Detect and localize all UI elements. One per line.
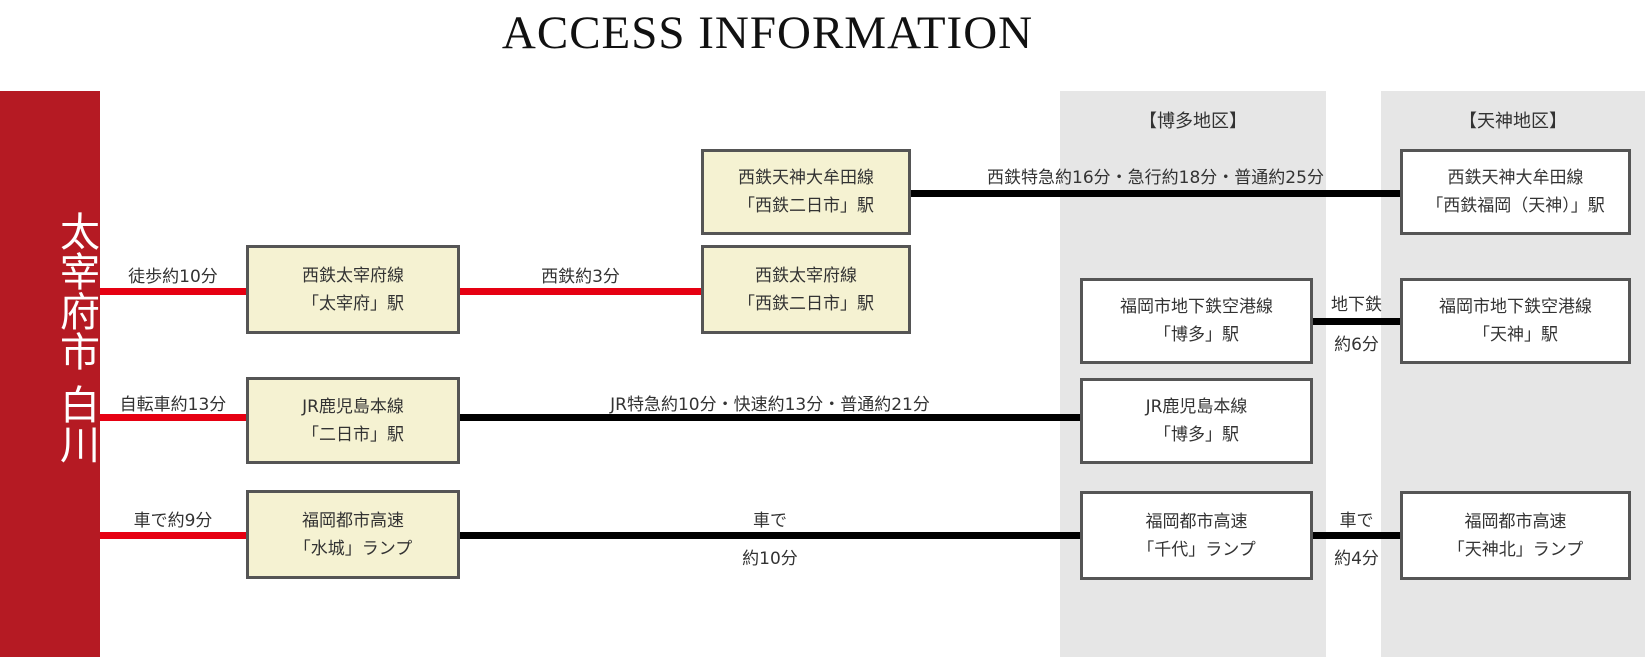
ramp-box-tenjin-kita: 福岡都市高速「天神北」ランプ	[1400, 491, 1631, 580]
box-line: 福岡市地下鉄空港線	[1439, 297, 1592, 317]
route-label-car-9: 車で約9分	[133, 511, 213, 531]
box-line: JR鹿児島本線	[302, 396, 404, 417]
box-line: 福岡市地下鉄空港線	[1120, 297, 1273, 317]
station-box-tenjin-subway: 福岡市地下鉄空港線「天神」駅	[1400, 278, 1631, 364]
route-line-car-4	[1313, 532, 1400, 539]
route-label-car-10-bottom: 約10分	[742, 549, 798, 569]
station-box-futsukaichi-tenjin-line: 西鉄天神大牟田線「西鉄二日市」駅	[701, 149, 911, 235]
ramp-box-mizuki: 福岡都市高速「水城」ランプ	[246, 490, 460, 579]
station-box-hakata-subway: 福岡市地下鉄空港線「博多」駅	[1080, 278, 1313, 364]
box-station: 「博多」駅	[1154, 425, 1239, 445]
box-line: 西鉄太宰府線	[302, 265, 404, 286]
box-line: 福岡都市高速	[1145, 511, 1248, 532]
origin-label: 太宰府市 白川	[53, 211, 99, 464]
route-label-subway-top: 地下鉄	[1331, 295, 1382, 315]
box-line: 西鉄太宰府線	[755, 265, 857, 286]
route-line-nishitetsu-3	[460, 288, 701, 295]
box-station: 「太宰府」駅	[302, 293, 404, 314]
box-line: 福岡都市高速	[302, 510, 404, 531]
box-station: 「天神」駅	[1473, 325, 1558, 345]
box-station: 「西鉄二日市」駅	[738, 293, 874, 314]
station-box-jr-hakata: JR鹿児島本線「博多」駅	[1080, 378, 1313, 464]
ramp-box-chiyo: 福岡都市高速「千代」ランプ	[1080, 491, 1313, 580]
zone-hakata-label: 【博多地区】	[1139, 111, 1247, 132]
route-line-car-10	[460, 532, 1080, 539]
route-line-jr	[460, 414, 1080, 421]
route-line-bicycle	[100, 414, 246, 421]
zone-tenjin-label: 【天神地区】	[1459, 111, 1567, 132]
box-line: 西鉄天神大牟田線	[738, 168, 874, 188]
box-station: 「西鉄二日市」駅	[738, 196, 874, 216]
route-label-car-4-top: 車で	[1339, 511, 1374, 531]
route-label-bicycle: 自転車約13分	[119, 395, 227, 415]
station-box-nishitetsu-fukuoka: 西鉄天神大牟田線「西鉄福岡（天神）」駅	[1400, 149, 1631, 235]
route-label-nishitetsu-express: 西鉄特急約16分・急行約18分・普通約25分	[987, 168, 1324, 188]
page-title: ACCESS INFORMATION	[501, 7, 1034, 59]
route-label-walk: 徒歩約10分	[128, 267, 218, 287]
station-box-dazaifu: 西鉄太宰府線「太宰府」駅	[246, 245, 460, 334]
route-line-subway	[1313, 318, 1400, 325]
box-station: 「千代」ランプ	[1137, 539, 1256, 560]
route-line-walk	[100, 288, 246, 295]
route-line-car-9	[100, 532, 246, 539]
box-station: 「博多」駅	[1154, 325, 1239, 345]
box-line: 西鉄天神大牟田線	[1447, 168, 1584, 188]
box-station: 「水城」ランプ	[293, 538, 413, 559]
box-line: JR鹿児島本線	[1145, 397, 1248, 417]
route-label-nishitetsu-3: 西鉄約3分	[541, 267, 620, 287]
origin-block: 太宰府市 白川	[0, 91, 100, 657]
box-line: 福岡都市高速	[1464, 511, 1567, 532]
station-box-jr-futsukaichi: JR鹿児島本線「二日市」駅	[246, 377, 460, 464]
route-line-nishitetsu-express	[911, 190, 1400, 197]
route-label-subway-bottom: 約6分	[1334, 335, 1379, 355]
box-station: 「二日市」駅	[302, 424, 404, 445]
route-label-jr: JR特急約10分・快速約13分・普通約21分	[610, 395, 930, 415]
station-box-futsukaichi-dazaifu-line: 西鉄太宰府線「西鉄二日市」駅	[701, 245, 911, 334]
box-station: 「西鉄福岡（天神）」駅	[1426, 196, 1605, 216]
box-station: 「天神北」ランプ	[1447, 539, 1584, 560]
route-label-car-10-top: 車で	[753, 511, 787, 531]
route-label-car-4-bottom: 約4分	[1334, 549, 1379, 569]
